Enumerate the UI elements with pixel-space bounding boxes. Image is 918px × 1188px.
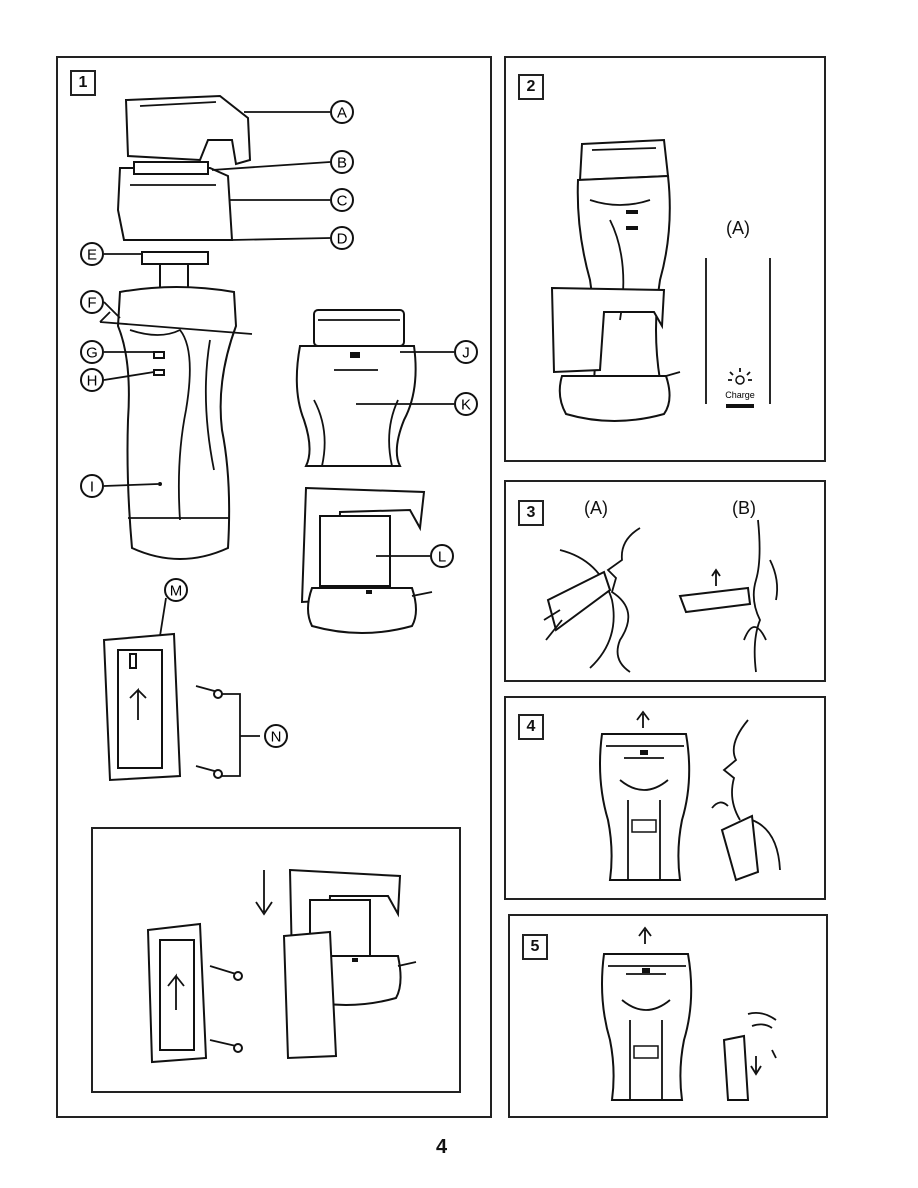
page-number: 4 (436, 1136, 447, 1159)
